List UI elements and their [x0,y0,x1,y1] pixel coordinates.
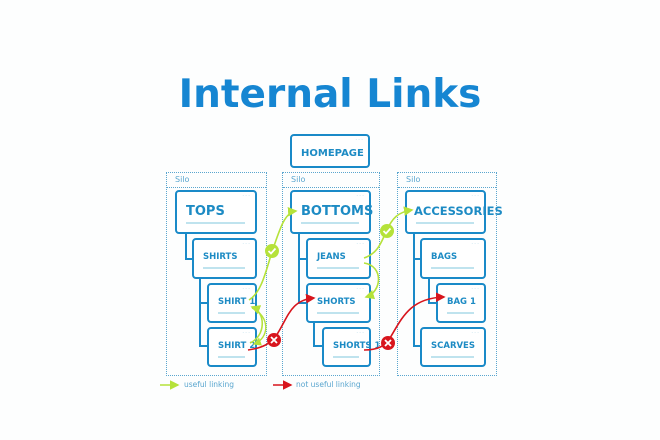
node-scarves: ··· SCARVES [420,327,486,367]
node-label: SHIRTS [203,252,238,262]
tree-connector [185,232,187,260]
tree-connector [413,232,415,347]
node-label: SHIRT 2 [218,341,256,351]
node-accessories: ··· ACCESSORIES [405,190,503,234]
silo-label: Silo [175,175,190,184]
node-underline [431,356,474,358]
node-underline [431,267,474,269]
node-dots: ··· [471,193,480,200]
link-shirt2-to-shirt1 [249,305,264,344]
node-underline [186,222,245,224]
node-shirt-1: ··· SHIRT 1 [207,283,257,323]
check-icon [265,244,279,258]
cross-icon [381,336,395,350]
node-underline [416,222,474,224]
tree-connector [298,232,300,304]
tree-connector [199,302,208,304]
node-label: JEANS [317,252,346,262]
link-shorts1-to-bag1 [363,292,446,351]
node-shirt-2: ··· SHIRT 2 [207,327,257,367]
node-dots: ··· [471,330,480,337]
node-dots: ··· [471,286,480,293]
node-underline [447,312,474,314]
node-dots: ··· [356,241,365,248]
node-dots: ··· [356,193,365,200]
silo-tops: Silo [166,172,267,376]
node-label: BAG 1 [447,297,476,307]
tree-connector [413,258,421,260]
node-label: ACCESSORIES [414,204,503,218]
node-label: HOMEPAGE [301,148,364,159]
node-underline [218,312,245,314]
node-label: SHORTS 1 [333,341,381,351]
tree-connector [199,277,201,347]
tree-connector [199,345,208,347]
node-underline [317,312,359,314]
page-title: Internal Links [178,72,482,117]
silo-bottoms: Silo [282,172,380,376]
node-tops: ··· TOPS [175,190,257,234]
tree-connector [313,321,315,347]
node-dots: ··· [471,241,480,248]
node-bag-1: ··· BAG 1 [436,283,486,323]
silo-divider [398,187,496,188]
tree-connector [428,277,430,304]
link-shirt1-to-shirt2 [251,307,267,346]
node-dots: ··· [356,286,365,293]
node-label: TOPS [186,204,225,219]
node-shorts-1: ··· SHORTS 1 [322,327,380,367]
node-shirts: ··· SHIRTS [192,238,257,279]
node-bags: ··· BAGS [420,238,486,279]
tree-connector [428,302,437,304]
node-dots: ··· [356,330,365,337]
cross-icon [267,333,281,347]
legend-not-useful-label: not useful linking [296,380,361,389]
node-shorts: ··· SHORTS [306,283,371,323]
node-underline [203,267,245,269]
silo-divider [167,187,266,188]
node-underline [218,356,245,358]
node-label: SHORTS [317,297,356,307]
silo-label: Silo [291,175,306,184]
link-jeans-to-shorts [363,262,380,300]
node-dots: ··· [242,193,251,200]
homepage-node: ··· HOMEPAGE [290,134,370,168]
tree-connector [313,345,323,347]
silo-label: Silo [406,175,421,184]
node-label: BAGS [431,252,458,262]
tree-connector [298,258,307,260]
node-label: SCARVES [431,341,475,351]
node-dots: ··· [242,241,251,248]
node-dots: ··· [242,330,251,337]
node-dots: ··· [355,137,364,144]
node-dots: ··· [242,286,251,293]
node-label: SHIRT 1 [218,297,256,307]
check-icon [380,224,394,238]
tree-connector [298,302,307,304]
node-underline [301,222,359,224]
tree-connector [413,345,421,347]
node-bottoms: ··· BOTTOMS [290,190,374,234]
node-underline [333,356,359,358]
node-jeans: ··· JEANS [306,238,371,279]
silo-accessories: Silo [397,172,497,376]
silo-divider [283,187,379,188]
tree-connector [185,258,193,260]
legend-useful-label: useful linking [184,380,234,389]
node-label: BOTTOMS [301,204,374,219]
node-underline [317,267,359,269]
